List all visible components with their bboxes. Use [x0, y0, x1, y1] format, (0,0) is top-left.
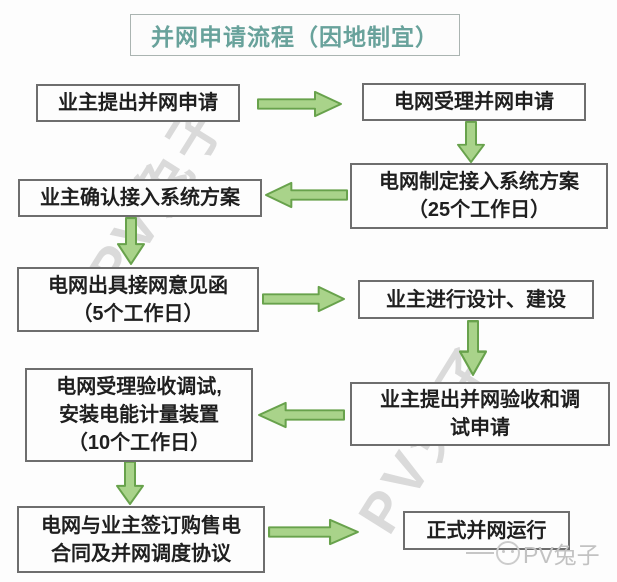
- node-label: 业主提出并网申请: [58, 92, 218, 114]
- arrow-down-icon: [459, 320, 487, 376]
- watermark-dash: [466, 552, 494, 554]
- node-label: 业主确认接入系统方案: [40, 187, 240, 209]
- node-label: 业主提出并网验收和调: [380, 389, 580, 411]
- node-owner-submit-application: 业主提出并网申请: [36, 84, 240, 122]
- arrow-right-icon: [268, 518, 359, 546]
- node-grid-accept-application: 电网受理并网申请: [362, 83, 586, 121]
- node-label: 合同及并网调度协议: [51, 542, 231, 565]
- arrow-down-icon: [457, 121, 485, 163]
- arrow-down-icon: [117, 217, 145, 265]
- arrow-down-icon: [116, 461, 144, 505]
- flowchart-title-text: 并网申请流程（因地制宜）: [151, 24, 439, 50]
- node-label: 安装电能计量装置: [59, 404, 219, 426]
- node-label: 电网出具接网意见函: [48, 274, 228, 297]
- arrow-right-icon: [262, 285, 346, 313]
- arrow-right-icon: [257, 90, 342, 118]
- node-owner-confirm-access-plan: 业主确认接入系统方案: [18, 179, 262, 217]
- node-label: （5个工作日）: [72, 302, 204, 325]
- node-grid-make-access-plan: 电网制定接入系统方案 （25个工作日）: [350, 163, 608, 229]
- arrow-left-icon: [258, 401, 345, 429]
- node-label: 电网制定接入系统方案: [379, 171, 579, 193]
- node-label: 电网与业主签订购售电: [41, 514, 241, 537]
- node-label: （25个工作日）: [407, 199, 551, 221]
- watermark-footer-text: PV兔子: [523, 542, 600, 568]
- arrow-left-icon: [264, 181, 348, 209]
- node-grid-accept-test-install-meter: 电网受理验收调试, 安装电能计量装置 （10个工作日）: [25, 368, 253, 462]
- node-owner-design-build: 业主进行设计、建设: [358, 280, 594, 319]
- node-label: 正式并网运行: [426, 519, 547, 542]
- watermark-footer: PV兔子: [466, 536, 600, 570]
- node-official-grid-operation: 正式并网运行: [403, 511, 570, 550]
- node-label: 电网受理并网申请: [394, 91, 554, 113]
- node-label: 试申请: [450, 417, 510, 439]
- node-label: （10个工作日）: [67, 432, 211, 454]
- node-owner-apply-acceptance-test: 业主提出并网验收和调 试申请: [350, 382, 610, 446]
- node-label: 业主进行设计、建设: [386, 288, 566, 311]
- rabbit-face-icon: [496, 541, 520, 565]
- node-sign-contracts-agreements: 电网与业主签订购售电 合同及并网调度协议: [17, 506, 265, 573]
- flowchart-title-box: 并网申请流程（因地制宜）: [130, 14, 460, 56]
- rabbit-eye-icon: [502, 550, 505, 553]
- node-grid-issue-opinion-letter: 电网出具接网意见函 （5个工作日）: [17, 267, 259, 332]
- node-label: 电网受理验收调试,: [56, 376, 222, 398]
- rabbit-eye-icon: [511, 550, 514, 553]
